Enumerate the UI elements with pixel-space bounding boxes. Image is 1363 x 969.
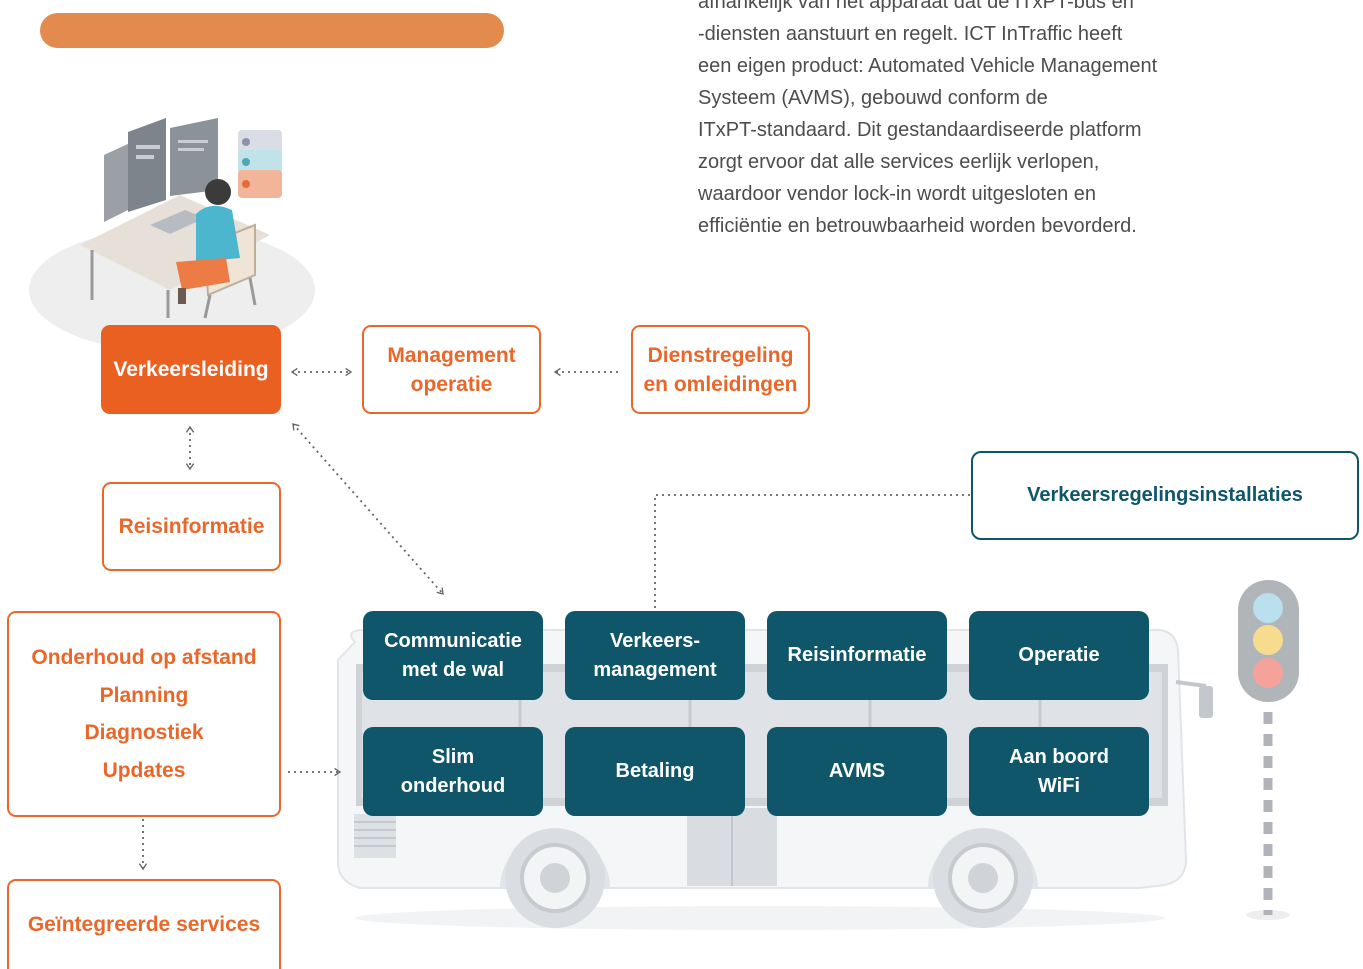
bus-tile-slim-onderhoud: Slim onderhoud bbox=[363, 727, 543, 816]
node-management-operatie: Management operatie bbox=[362, 325, 541, 414]
intro-line: efficiëntie en betrouwbaarheid worden be… bbox=[698, 215, 1137, 237]
bus-tile-operatie: Operatie bbox=[969, 611, 1149, 700]
node-verkeersleiding: Verkeersleiding bbox=[101, 325, 281, 414]
bus-tile-betaling: Betaling bbox=[565, 727, 745, 816]
bus-tile-verkeersmanagement: Verkeers- management bbox=[565, 611, 745, 700]
intro-line: een eigen product: Automated Vehicle Man… bbox=[698, 55, 1158, 77]
bus-tile-wifi: Aan boord WiFi bbox=[969, 727, 1149, 816]
tile-label-line: Aan boord bbox=[1009, 745, 1109, 768]
maintenance-item: Onderhoud op afstand bbox=[31, 646, 257, 669]
node-integrated-services-label: Geïntegreerde services bbox=[27, 913, 261, 936]
intro-line: ITxPT-standaard. Dit gestandaardiseerde … bbox=[698, 119, 1142, 141]
tile-label-line: Operatie bbox=[1018, 644, 1100, 666]
tile-label-line: Verkeers- bbox=[609, 629, 701, 652]
tile-label-line: Slim bbox=[431, 745, 475, 768]
node-integrated-services: Geïntegreerde services bbox=[7, 879, 281, 969]
node-label-line: Dienstregeling bbox=[647, 343, 794, 367]
node-verkeersleiding-label: Verkeersleiding bbox=[113, 357, 269, 381]
node-label-line: Management bbox=[387, 343, 516, 367]
tile-label-line: met de wal bbox=[401, 658, 505, 681]
node-maintenance: Onderhoud op afstand Planning Diagnostie… bbox=[7, 611, 281, 817]
tile-label-line: WiFi bbox=[1037, 774, 1081, 797]
intro-line: zorgt ervoor dat alle services eerlijk v… bbox=[698, 151, 1100, 173]
connector-installaties-verkeersmanagement bbox=[654, 494, 970, 610]
intro-line: waardoor vendor lock-in wordt uitgeslote… bbox=[698, 183, 1096, 205]
intro-line: Systeem (AVMS), gebouwd conform de bbox=[698, 87, 1048, 109]
tile-label-line: onderhoud bbox=[400, 774, 506, 797]
operator-workstation-illustration bbox=[29, 118, 315, 352]
intro-paragraph: afhankelijk van het apparaat dat de ITxP… bbox=[698, 0, 1268, 242]
maintenance-item: Planning bbox=[99, 683, 189, 707]
tile-label-line: management bbox=[593, 658, 717, 681]
node-label-line: operatie bbox=[410, 372, 493, 396]
tile-label-line: Reisinformatie bbox=[787, 644, 927, 666]
bus-tile-avms: AVMS bbox=[767, 727, 947, 816]
node-dienstregeling: Dienstregeling en omleidingen bbox=[631, 325, 810, 414]
node-label-line: en omleidingen bbox=[643, 372, 798, 396]
bus-tile-reisinformatie: Reisinformatie bbox=[767, 611, 947, 700]
traffic-light-icon bbox=[1238, 580, 1299, 920]
bus-tile-communicatie: Communicatie met de wal bbox=[363, 611, 543, 700]
node-reisinformatie: Reisinformatie bbox=[102, 482, 281, 571]
tile-label-line: AVMS bbox=[828, 760, 886, 782]
maintenance-item: Updates bbox=[102, 758, 186, 782]
node-traffic-installations-label: Verkeersregelingsinstallaties bbox=[1027, 484, 1303, 506]
intro-line: afhankelijk van het apparaat dat de ITxP… bbox=[698, 0, 1134, 13]
connectors bbox=[138, 367, 970, 871]
tile-label-line: Communicatie bbox=[384, 629, 522, 652]
node-reisinformatie-label: Reisinformatie bbox=[118, 514, 265, 538]
maintenance-item: Diagnostiek bbox=[84, 721, 204, 744]
intro-line: -diensten aanstuurt en regelt. ICT InTra… bbox=[698, 23, 1123, 45]
tile-label-line: Betaling bbox=[615, 760, 695, 782]
header-accent-bar bbox=[40, 13, 504, 48]
connector-verkeersleiding-bus bbox=[292, 423, 444, 595]
node-traffic-installations: Verkeersregelingsinstallaties bbox=[971, 451, 1359, 540]
